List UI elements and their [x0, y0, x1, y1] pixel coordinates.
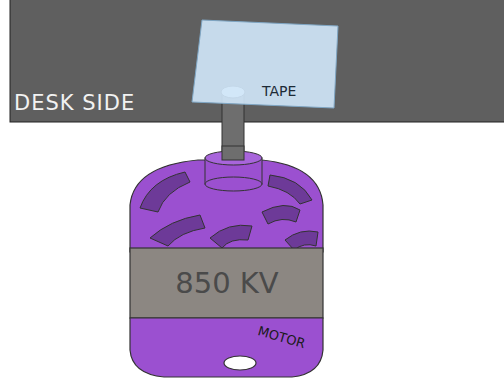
- motor-body: 850 KV MOTOR: [130, 150, 324, 378]
- cooling-fins: [140, 172, 318, 250]
- node-label: 850 KV: [175, 268, 278, 300]
- node-label: DESK SIDE: [14, 92, 135, 115]
- tape-strip: TAPE: [190, 18, 340, 110]
- motor-base: [130, 318, 323, 377]
- node-label: TAPE: [262, 84, 296, 99]
- base-hole: [224, 356, 256, 370]
- stator-band: [130, 248, 323, 318]
- desk-band: [10, 0, 504, 122]
- desk-side: DESK SIDE TAPE: [10, 0, 504, 122]
- hub-rim: [205, 177, 262, 191]
- tape-outline: [192, 20, 338, 108]
- node-label: MOTOR: [256, 324, 307, 351]
- motor-shaft: [222, 146, 244, 160]
